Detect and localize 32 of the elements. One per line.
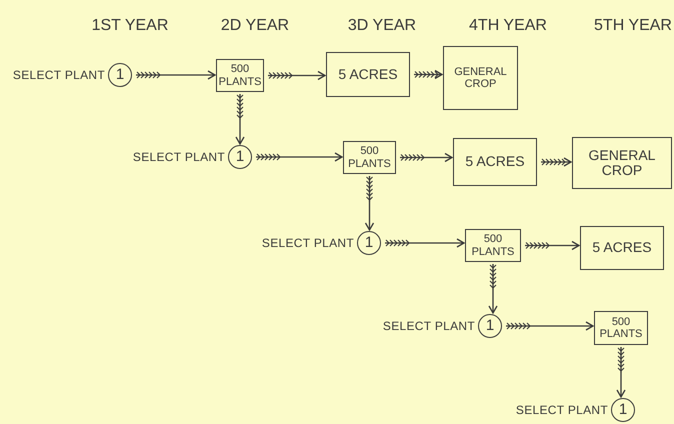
step-caption: SELECT PLANT — [262, 235, 354, 252]
feathered-arrow — [135, 70, 216, 80]
feathered-arrow — [235, 93, 245, 145]
year-heading: 4TH YEAR — [469, 16, 547, 36]
feathered-arrow — [267, 70, 326, 80]
feathered-arrow — [524, 240, 580, 250]
feathered-arrow — [488, 263, 498, 314]
process-box: 5 ACRES — [453, 138, 537, 186]
step-caption: SELECT PLANT — [382, 318, 475, 335]
process-box: 500 PLANTS — [594, 311, 648, 345]
year-heading: 5TH YEAR — [594, 16, 672, 36]
process-box: 500 PLANTS — [343, 141, 396, 174]
process-box: 500 PLANTS — [465, 229, 521, 262]
process-box: 5 ACRES — [580, 226, 664, 270]
process-box: 5 ACRES — [326, 52, 410, 97]
step-caption: SELECT PLANT — [132, 149, 225, 166]
process-box: GENERAL CROP — [572, 137, 672, 189]
feathered-arrow — [364, 175, 374, 231]
feathered-arrow — [384, 238, 465, 248]
process-box: GENERAL CROP — [443, 46, 518, 110]
step-caption: SELECT PLANT — [12, 67, 105, 84]
feathered-arrow — [399, 152, 453, 162]
feathered-arrow — [255, 152, 343, 162]
feathered-arrow — [616, 346, 626, 398]
feathered-arrow — [413, 70, 443, 80]
process-box: 500 PLANTS — [216, 59, 264, 92]
year-heading: 1ST YEAR — [92, 16, 168, 36]
step-caption: SELECT PLANT — [516, 402, 608, 419]
feathered-arrow — [540, 157, 572, 167]
feathered-arrow — [505, 321, 594, 331]
year-heading: 3D YEAR — [348, 16, 416, 36]
year-heading: 2D YEAR — [220, 16, 290, 36]
